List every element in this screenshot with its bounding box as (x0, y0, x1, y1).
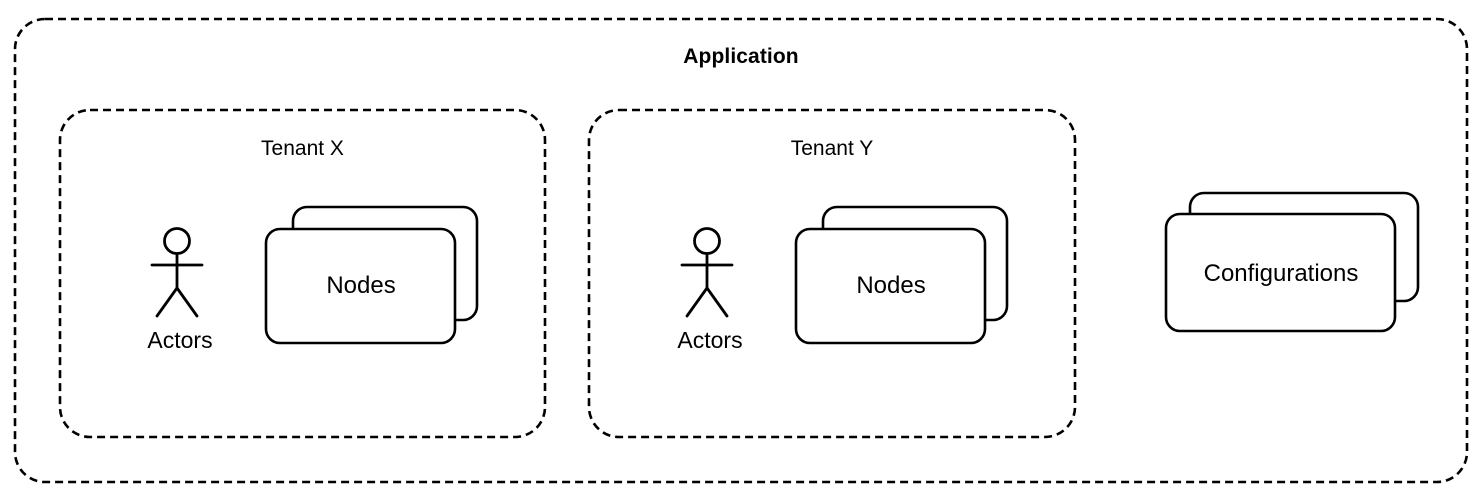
stacked-rectangles-icon-nodes-tenant-x (264, 205, 479, 345)
tenant-y-title: Tenant Y (790, 137, 874, 160)
nodes-tenant-x-front-card (264, 227, 457, 345)
actor-stick-figure-icon-tenant-y (680, 227, 734, 318)
actor-stick-figure-icon-tenant-x (150, 227, 204, 318)
actors-label-tenant-x: Actors (147, 327, 213, 353)
configurations-front-card (1164, 212, 1397, 333)
stacked-rectangles-icon-nodes-tenant-y (794, 205, 1009, 345)
application-container-border (13, 17, 1469, 484)
tenant-y-container-border (587, 108, 1077, 439)
tenant-x-container-border (58, 108, 547, 439)
tenant-x-title: Tenant X (261, 137, 344, 160)
configurations-label: Configurations (1203, 260, 1359, 287)
application-title: Application (683, 45, 799, 68)
nodes-tenant-y-front-card (794, 227, 987, 345)
stacked-rectangles-icon-configurations (1164, 191, 1420, 333)
actors-label-tenant-y: Actors (677, 327, 743, 353)
nodes-label-tenant-x: Nodes (326, 272, 396, 299)
nodes-label-tenant-y: Nodes (856, 272, 926, 299)
